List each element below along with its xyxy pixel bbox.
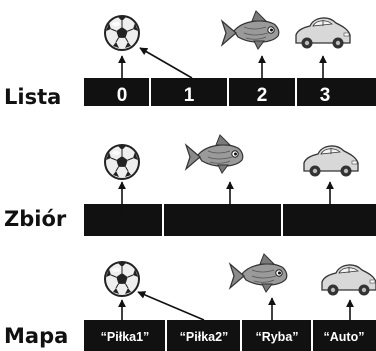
fish-icon	[229, 253, 288, 293]
row-label-lista: Lista	[4, 85, 61, 109]
row-label-zbior: Zbiór	[4, 207, 67, 231]
lista-index-3: 3	[320, 85, 331, 106]
lista-index-2: 2	[257, 85, 268, 106]
row-label-mapa: Mapa	[4, 324, 68, 348]
mapa-key-auto: “Auto”	[324, 330, 365, 344]
row-lista: Lista 0 1 2 3	[4, 10, 376, 109]
car-icon	[295, 17, 351, 50]
soccer-ball-icon	[104, 261, 140, 297]
row-mapa: Mapa “Piłka1” “Piłka2” “Ryba” “Auto”	[4, 253, 376, 351]
arrow	[137, 291, 205, 321]
car-icon	[303, 145, 359, 178]
mapa-key-pilka2: “Piłka2”	[180, 330, 229, 344]
car-icon	[321, 264, 376, 297]
lista-index-0: 0	[117, 85, 128, 106]
mapa-key-pilka1: “Piłka1”	[101, 330, 150, 344]
lista-index-1: 1	[184, 85, 195, 106]
soccer-ball-icon	[104, 144, 140, 180]
mapa-key-ryba: “Ryba”	[255, 330, 298, 344]
zbior-set-bar	[84, 204, 376, 236]
soccer-ball-icon	[104, 15, 140, 51]
mapa-map-bar	[84, 320, 376, 351]
lista-array-bar	[84, 78, 376, 106]
fish-icon	[185, 134, 244, 174]
arrow	[139, 47, 193, 79]
row-zbior: Zbiór	[4, 134, 376, 236]
fish-icon	[221, 10, 280, 50]
